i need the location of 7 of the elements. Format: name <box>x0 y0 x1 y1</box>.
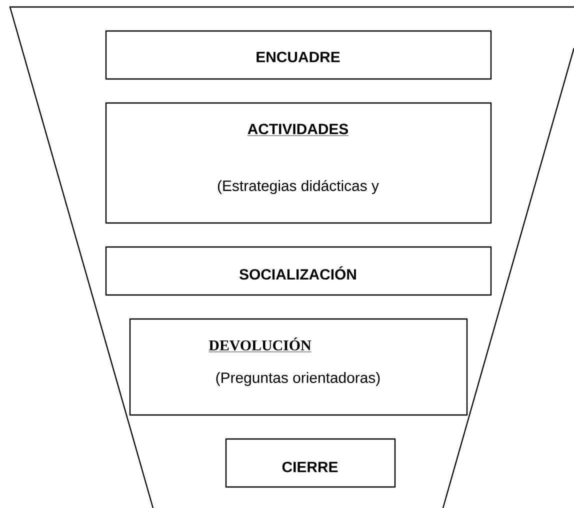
box-heading: CIERRE <box>282 462 338 472</box>
box-text: (Estrategias didácticas y <box>218 180 379 194</box>
box-text: (Preguntas orientadoras) <box>216 372 380 386</box>
box-heading: DEVOLUCIÓN <box>208 337 312 352</box>
box-heading: ACTIVIDADES <box>247 124 349 136</box>
box-heading: SOCIALIZACIÓN <box>240 266 356 280</box>
box-heading: ENCUADRE <box>256 52 340 62</box>
